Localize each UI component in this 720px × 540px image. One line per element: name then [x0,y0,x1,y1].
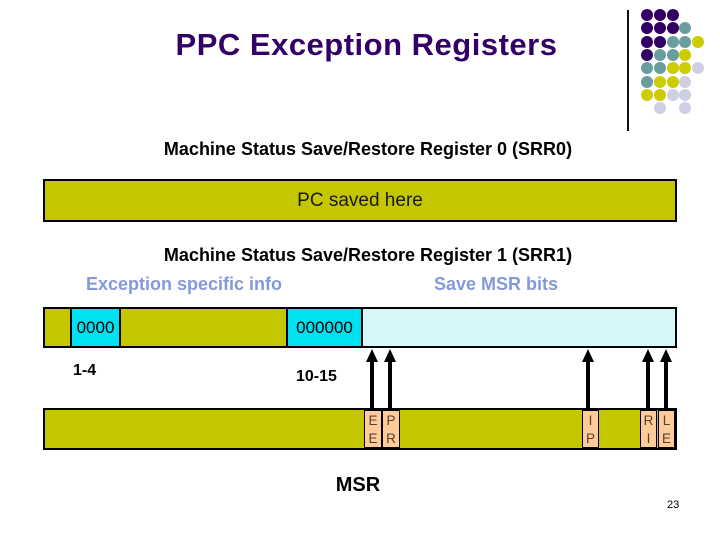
up-arrow-icon [582,349,594,408]
msr-bit-ip: I P [582,410,599,448]
deco-dot [641,88,654,101]
srr1-segment-bits-10-15: 000000 [286,309,361,346]
deco-dot [666,35,679,48]
page-number: 23 [667,499,680,511]
srr1-segment [45,309,70,346]
bit-letter: E [368,413,378,428]
up-arrow-icon [642,349,654,408]
deco-dot [666,9,679,21]
exception-specific-info-label: Exception specific info [86,274,283,294]
deco-dot [654,88,666,101]
srr0-bar-label: PC saved here [297,189,423,211]
up-arrow-icon [660,349,672,408]
srr1-register-bar: 0000 000000 [43,307,677,348]
deco-dot [641,62,654,75]
bit-letter: E [661,431,671,446]
slide-title: PPC Exception Registers [175,27,558,62]
deco-dot [666,75,679,88]
msr-bit-ee: E E [364,410,382,448]
deco-dot [692,35,705,48]
srr1-segment-bits-1-4: 0000 [70,309,119,346]
deco-dot [654,75,666,88]
deco-dot [679,88,692,101]
deco-dot [641,22,654,35]
srr1-heading: Machine Status Save/Restore Register 1 (… [163,245,573,265]
deco-dot [654,48,666,61]
bit-letter: L [662,413,671,428]
bit-letter: P [386,413,396,428]
bit-range-label-1-4: 1-4 [73,362,97,379]
msr-register-bar: E E P R I P R I L E [43,408,677,450]
deco-dot [641,35,654,48]
deco-dot [666,62,679,75]
deco-dot [679,48,692,61]
srr0-heading: Machine Status Save/Restore Register 0 (… [163,139,573,159]
deco-dot [641,75,654,88]
deco-dot [654,102,666,115]
bit-letter: P [585,431,595,446]
deco-dot [679,35,692,48]
msr-bit-ri: R I [640,410,657,448]
deco-dot [654,35,666,48]
bit-range-label-10-15: 10-15 [296,368,337,385]
deco-dot [641,9,654,21]
bit-letter: I [588,413,593,428]
deco-dot [666,22,679,35]
bit-letter: E [368,431,378,446]
deco-dot [679,75,692,88]
bit-letter: R [643,413,654,428]
deco-dot [654,22,666,35]
srr1-segment [119,309,286,346]
deco-dot [654,62,666,75]
up-arrow-icon [366,349,378,408]
msr-bit-le: L E [658,410,675,448]
deco-dot [679,102,692,115]
up-arrow-icon [384,349,396,408]
deco-dot [641,48,654,61]
decoration-divider-line [627,10,629,131]
deco-dot [666,48,679,61]
deco-dot [666,88,679,101]
msr-label: MSR [335,474,381,496]
deco-dot [654,9,666,21]
deco-dot [679,62,692,75]
msr-bit-pr: P R [382,410,400,448]
bit-letter: I [646,431,651,446]
deco-dot [679,22,692,35]
save-msr-bits-label: Save MSR bits [434,274,559,294]
srr0-register-bar: PC saved here [43,179,677,222]
deco-dot [692,62,705,75]
bit-letter: R [386,431,396,446]
srr1-segment-saved-msr [361,309,675,346]
